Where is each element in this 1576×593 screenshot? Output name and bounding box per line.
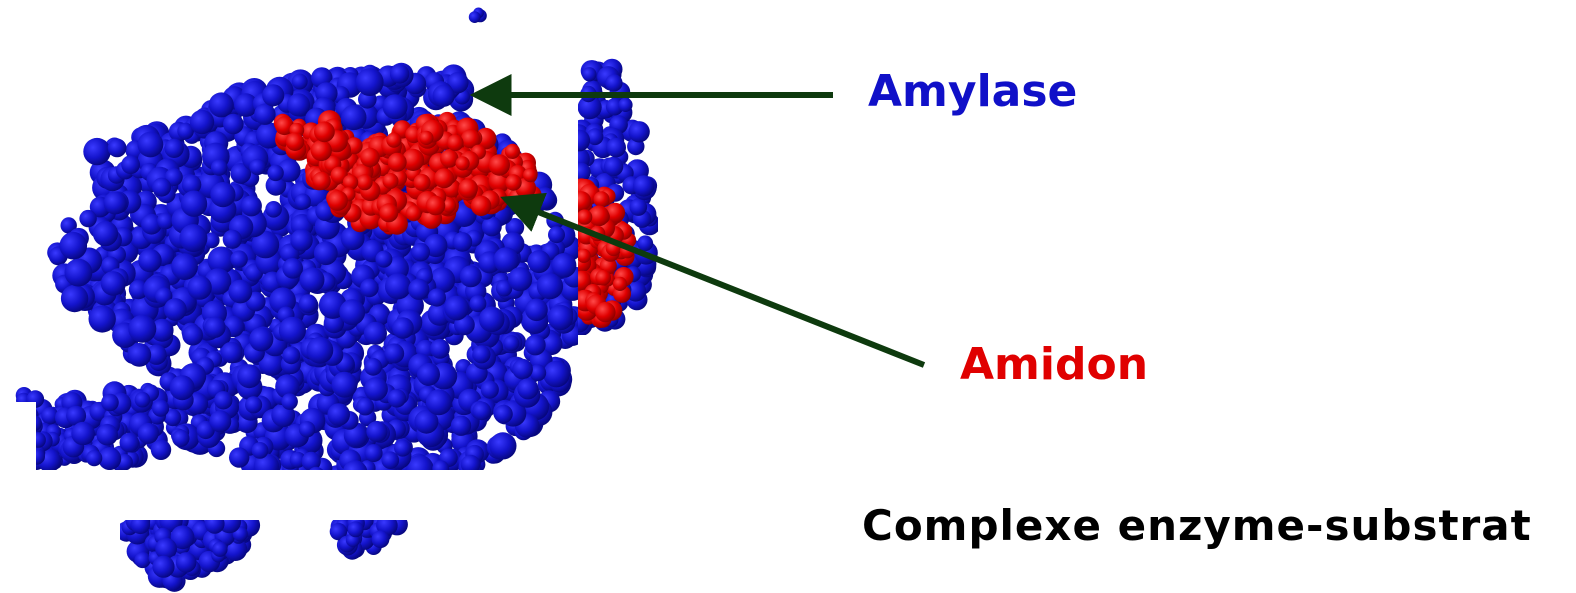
- amylase-label: Amylase: [868, 66, 1078, 117]
- image-gap-bottom-left: [0, 470, 120, 593]
- amidon-pointer-arrow: [500, 192, 926, 368]
- caption-title: Complexe enzyme-substrat: [862, 501, 1532, 550]
- amidon-label: Amidon: [960, 339, 1149, 390]
- image-gap-left: [0, 402, 36, 472]
- molecule-side-fragment: [578, 58, 658, 335]
- amidon-molecule: [273, 110, 542, 235]
- image-gap-bottom: [36, 470, 578, 520]
